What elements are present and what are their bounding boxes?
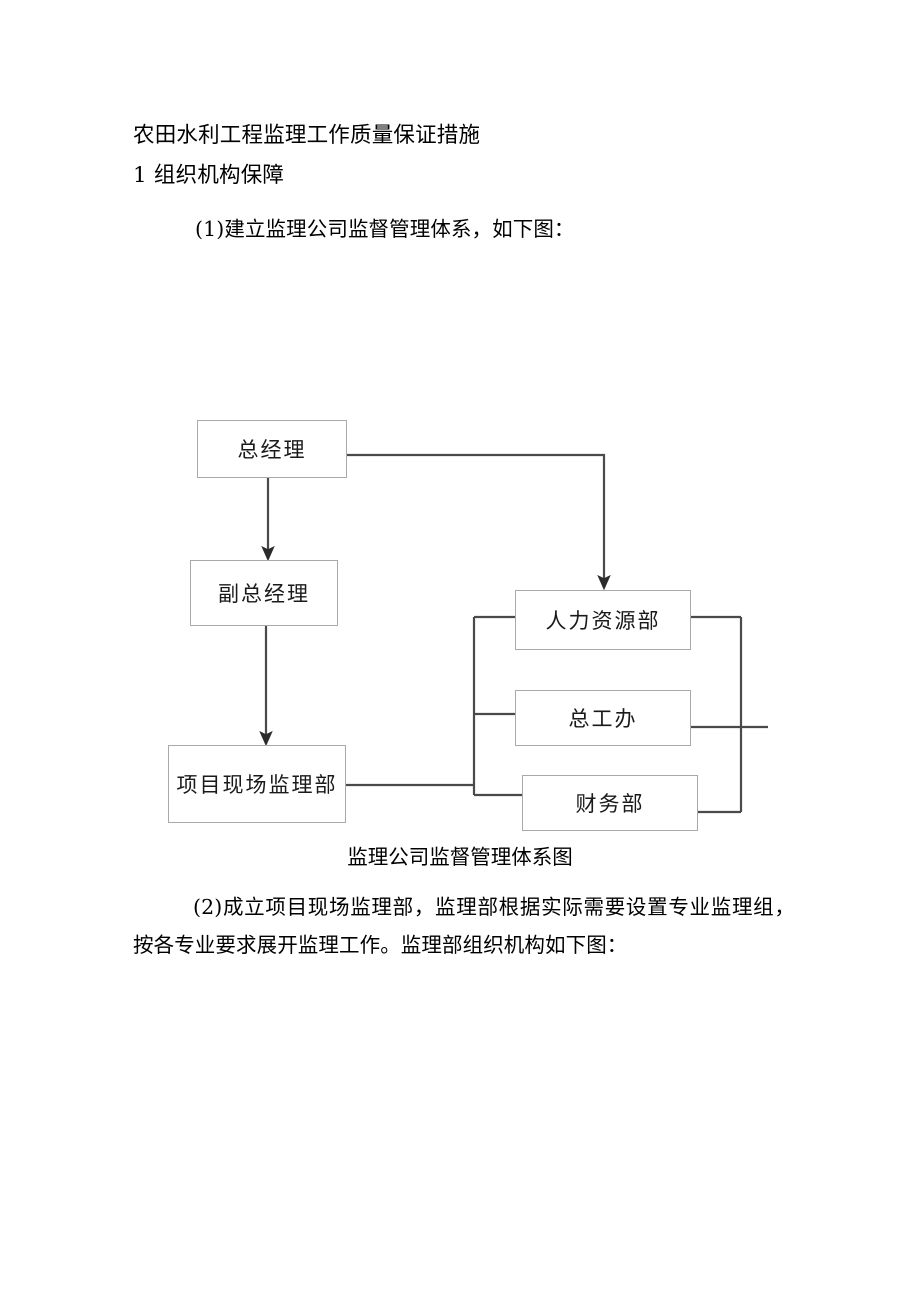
org-node-chief-engineer-office: 总工办 bbox=[515, 690, 691, 746]
org-node-human-resources: 人力资源部 bbox=[515, 590, 691, 650]
connector-gm-to-hr bbox=[347, 453, 611, 591]
org-node-project-site-supervision: 项目现场监理部 bbox=[168, 745, 346, 823]
document-title: 农田水利工程监理工作质量保证措施 bbox=[133, 123, 481, 148]
org-node-deputy-general-manager: 副总经理 bbox=[190, 560, 338, 626]
org-node-general-manager: 总经理 bbox=[197, 420, 347, 478]
org-node-finance-department: 财务部 bbox=[522, 775, 698, 831]
paragraph-1: (1)建立监理公司监督管理体系，如下图： bbox=[195, 217, 575, 241]
section-heading-1: 1 组织机构保障 bbox=[133, 163, 285, 188]
paragraph-2: (2)成立项目现场监理部，监理部根据实际需要设置专业监理组，按各专业要求展开监理… bbox=[133, 895, 795, 957]
figure-caption: 监理公司监督管理体系图 bbox=[347, 845, 573, 869]
